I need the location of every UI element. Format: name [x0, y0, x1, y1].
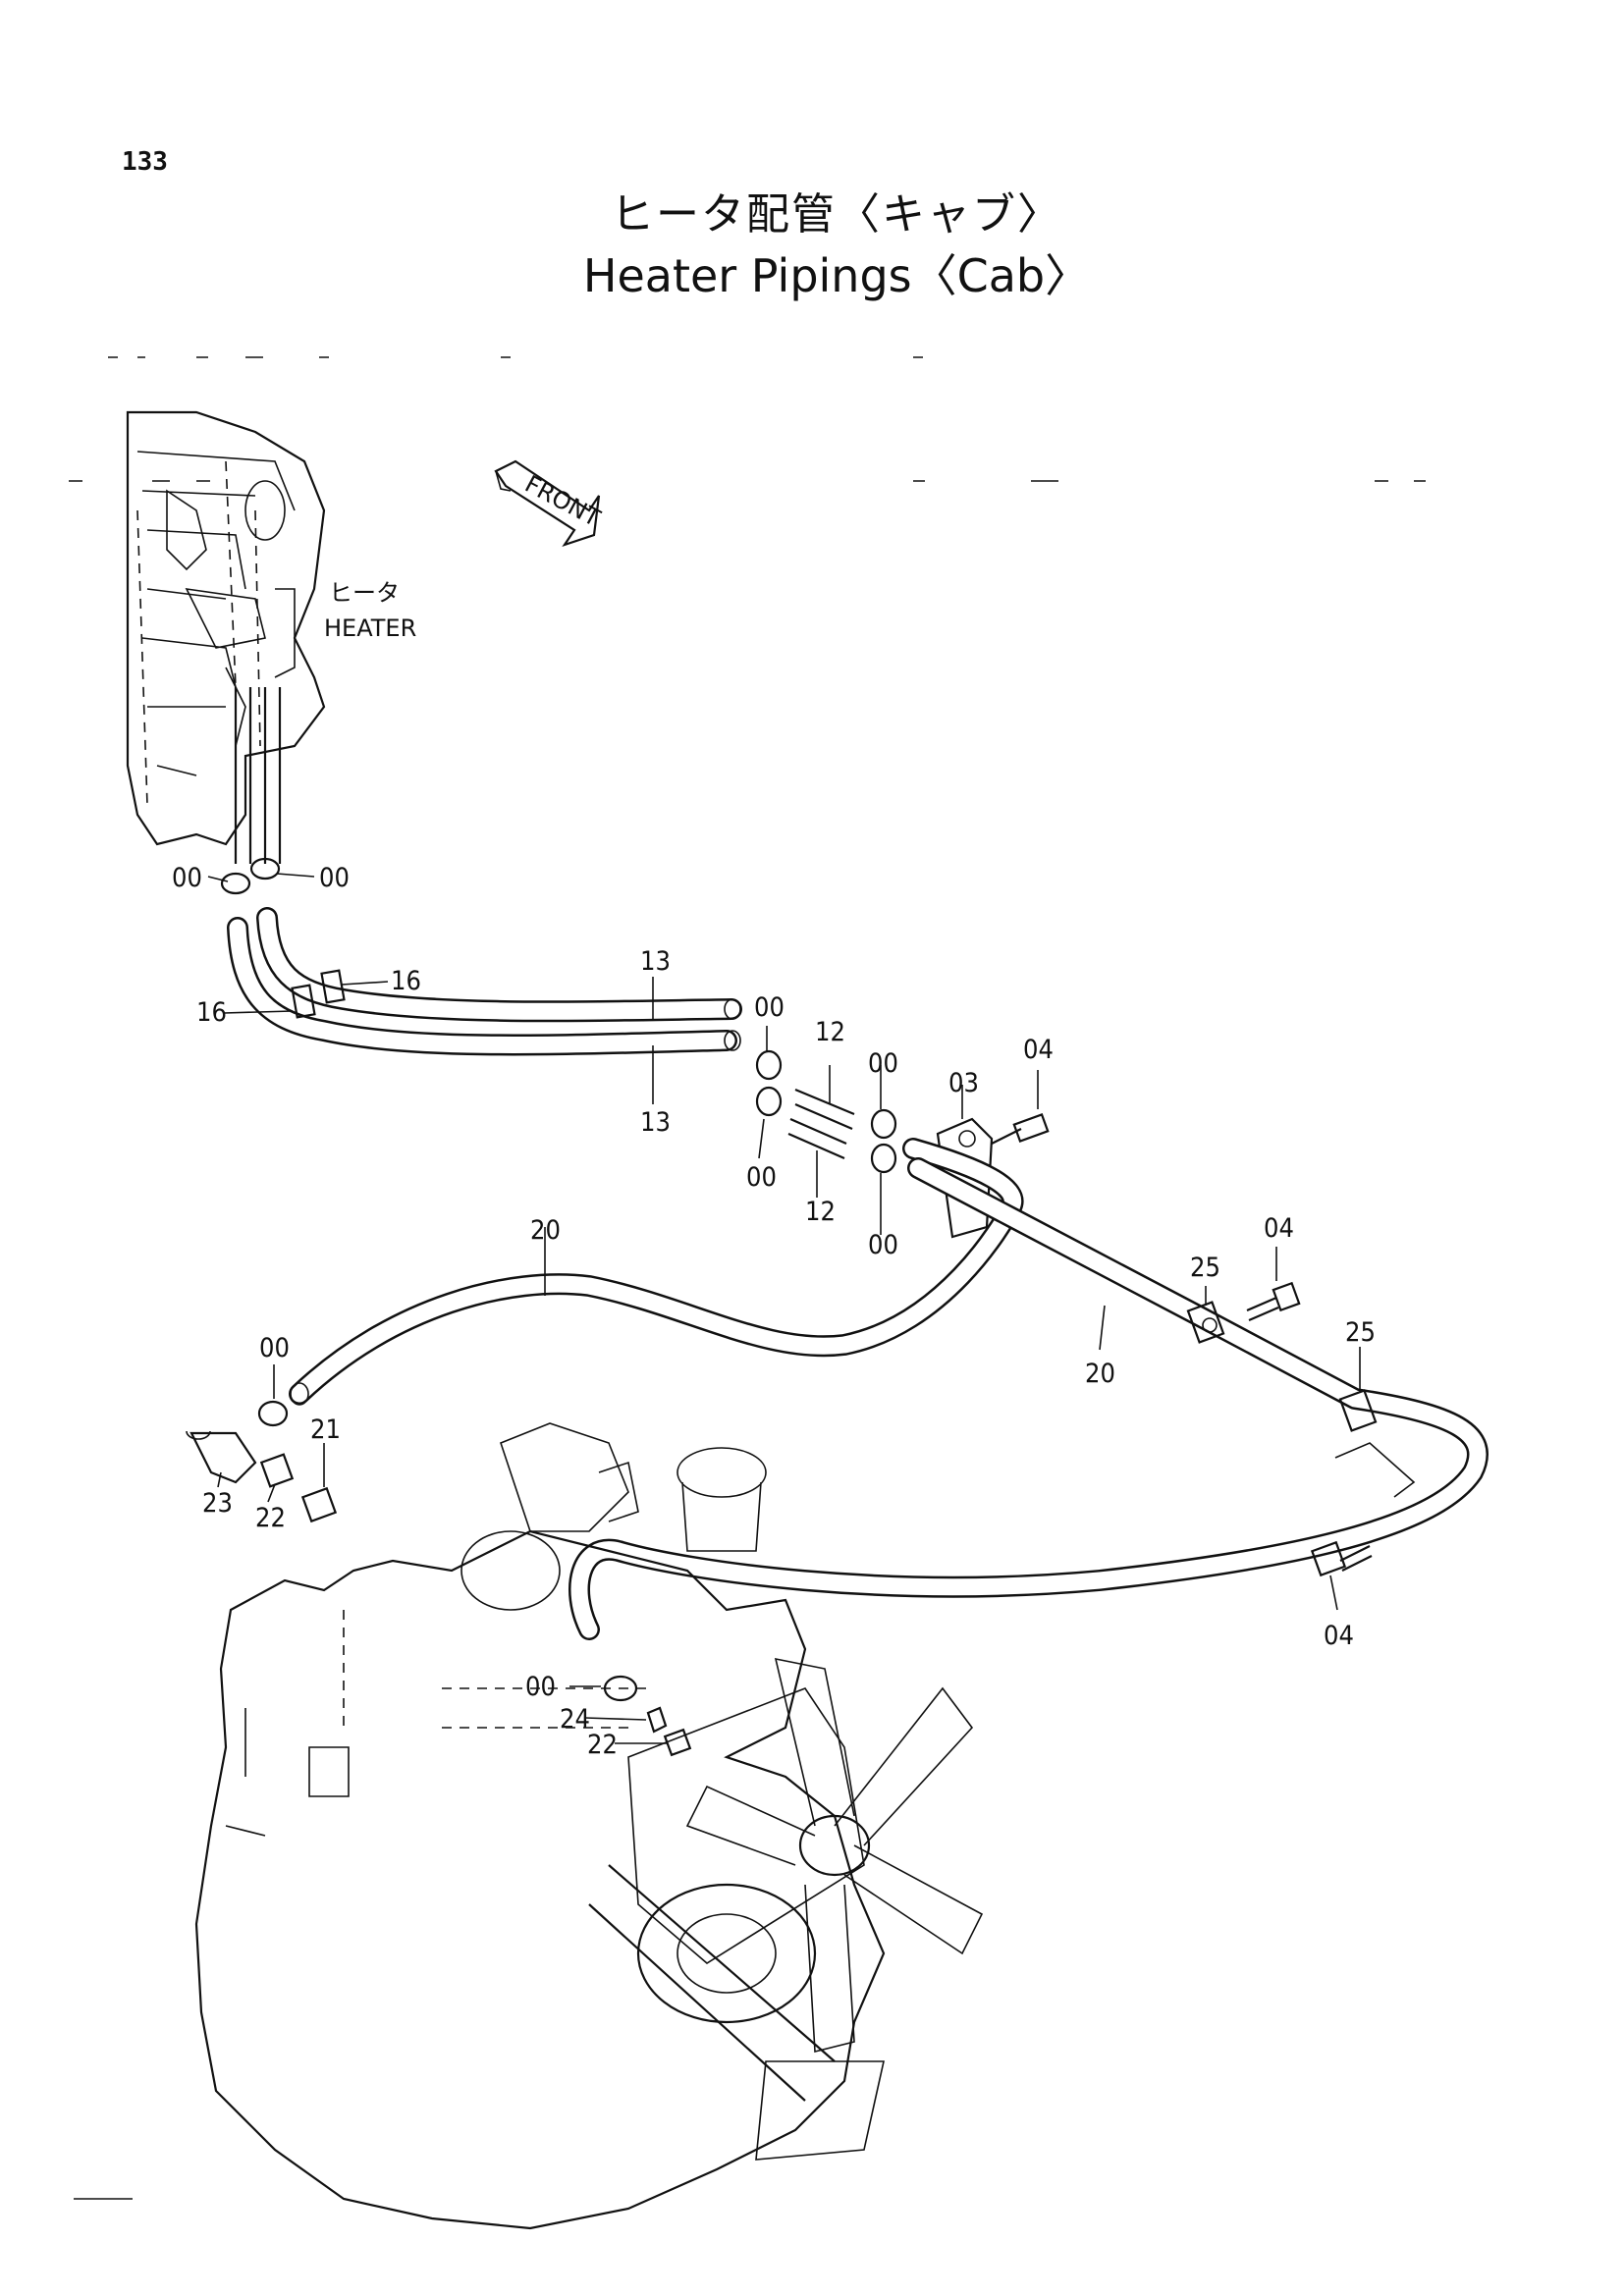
leader-lines	[207, 873, 1361, 1744]
heater-label-jp: ヒータ	[329, 579, 400, 607]
callout-03: 03	[948, 1068, 979, 1098]
page-number: 133	[122, 147, 168, 177]
hose-13-pair	[220, 857, 742, 1056]
callout-21: 21	[310, 1415, 341, 1445]
callout-00: 00	[319, 863, 350, 893]
title-english: Heater Pipings〈Cab〉	[582, 249, 1091, 302]
callout-00: 00	[754, 992, 785, 1023]
callout-04: 04	[1023, 1035, 1054, 1065]
callout-00: 00	[868, 1230, 898, 1260]
callout-25: 25	[1190, 1253, 1220, 1283]
callout-00: 00	[868, 1048, 898, 1079]
callout-04: 04	[1324, 1621, 1354, 1651]
callout-25: 25	[1345, 1317, 1376, 1348]
scan-marks	[69, 356, 1426, 2200]
heater-unit	[126, 410, 326, 864]
callout-00: 00	[746, 1162, 777, 1193]
callout-22: 22	[255, 1503, 286, 1533]
callout-00: 00	[172, 863, 202, 893]
callout-12: 12	[805, 1197, 836, 1227]
callout-23: 23	[202, 1488, 233, 1519]
joint-12-group	[755, 1049, 897, 1174]
title-japanese: ヒータ配管〈キャブ〉	[611, 189, 1062, 240]
callout-labels: 00 00 16 16 13 13 00 00 12 12 00 00 03 0…	[172, 863, 1376, 1760]
callout-13: 13	[640, 1107, 671, 1138]
callout-20: 20	[1085, 1359, 1115, 1389]
callout-20: 20	[530, 1215, 561, 1246]
callout-04: 04	[1264, 1213, 1294, 1244]
callout-12: 12	[815, 1017, 845, 1047]
front-arrow: FRONT	[494, 459, 605, 548]
callout-16: 16	[391, 966, 421, 996]
hose-20	[289, 1138, 1489, 1640]
callout-00: 00	[525, 1672, 556, 1702]
heater-label-en: HEATER	[324, 614, 416, 642]
callout-24: 24	[560, 1704, 590, 1735]
engine-block	[194, 1422, 984, 2230]
fittings-left	[186, 1400, 338, 1523]
callout-13: 13	[640, 946, 671, 977]
fittings-engine	[603, 1675, 692, 1757]
bolt-04-group	[1246, 1281, 1373, 1577]
callout-22: 22	[587, 1730, 618, 1760]
callout-16: 16	[196, 997, 227, 1028]
callout-00: 00	[259, 1333, 290, 1363]
